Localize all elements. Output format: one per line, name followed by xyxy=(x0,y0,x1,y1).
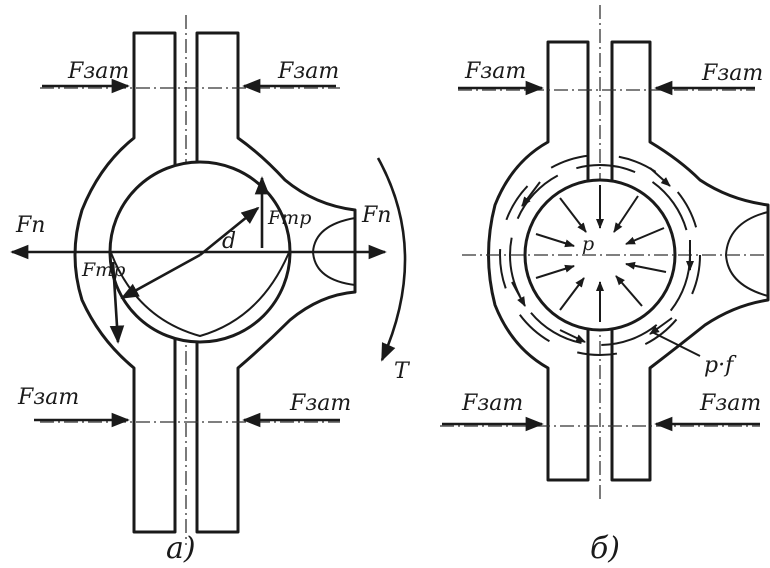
figure-a: Fзат Fзат Fзат Fзат Fn Fn Fтр Fтр d T а) xyxy=(10,15,411,566)
caption-b: б) xyxy=(590,531,620,566)
hub-right-half-a xyxy=(195,31,357,534)
pf-leader-line-b xyxy=(651,331,701,357)
clamp-label-bottom-right-b: Fзат xyxy=(699,391,761,416)
clamp-label-top-right-a: Fзат xyxy=(277,59,339,84)
friction-label-left-a: Fтр xyxy=(81,259,125,281)
lever-hole-b xyxy=(724,211,769,297)
friction-label-right-a: Fтр xyxy=(267,207,311,229)
diameter-arrow-lower-a xyxy=(120,253,201,300)
friction-force-arrow-left-a xyxy=(109,261,125,344)
diameter-arrow-upper-a xyxy=(199,206,260,257)
hub-right-half-b xyxy=(610,40,770,482)
caption-a: а) xyxy=(166,531,196,566)
pressure-arrows-b xyxy=(535,185,667,322)
torque-label-a: T xyxy=(394,359,411,384)
clamp-label-top-left-a: Fзат xyxy=(67,59,129,84)
clamp-label-top-left-b: Fзат xyxy=(464,59,526,84)
pressure-friction-label-b: p·f xyxy=(704,353,737,378)
clamp-label-bottom-right-a: Fзат xyxy=(289,391,351,416)
diameter-label-a: d xyxy=(222,229,236,254)
clamp-label-top-right-b: Fзат xyxy=(701,61,763,86)
hub-left-half-b xyxy=(487,40,590,482)
hub-left-half-a xyxy=(73,31,177,534)
clamp-label-bottom-left-b: Fзат xyxy=(461,391,523,416)
figure-b: Fзат Fзат Fзат Fзат p p·f б) xyxy=(440,5,770,566)
torque-arc-arrow-a xyxy=(376,157,407,362)
friction-arrows-b xyxy=(511,167,694,343)
normal-force-label-left-a: Fn xyxy=(15,213,45,238)
clamp-label-bottom-left-a: Fзат xyxy=(17,385,79,410)
pressure-label-b: p xyxy=(582,233,594,255)
normal-force-label-right-a: Fn xyxy=(361,203,391,228)
